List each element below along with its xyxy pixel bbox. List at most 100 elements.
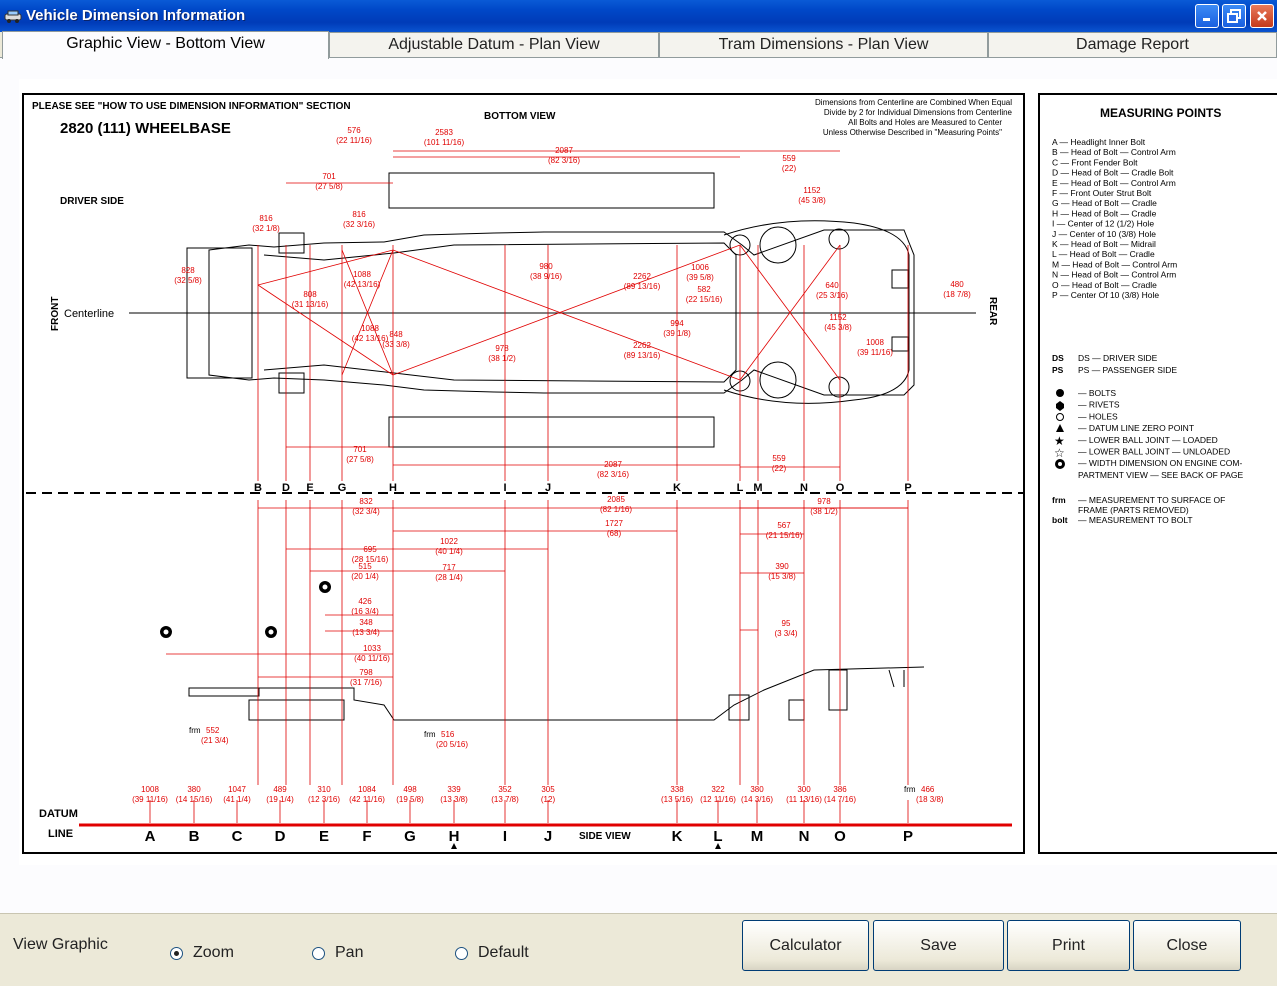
legend-point: H — Head of Bolt — Cradle xyxy=(1052,208,1157,218)
zoom-radio[interactable]: Zoom xyxy=(170,944,234,962)
close-button[interactable]: Close xyxy=(1133,920,1241,971)
height-dimensions: 1008(39 11/16)380(14 15/16)1047(41 1/4)4… xyxy=(132,785,856,804)
top-letter: O xyxy=(836,482,845,494)
dimension-inches: (13 3/4) xyxy=(352,628,380,637)
calculator-button[interactable]: Calculator xyxy=(742,920,869,971)
datum-letter: J xyxy=(544,828,552,845)
wheelbase-text: 2820 (111) WHEELBASE xyxy=(60,120,231,137)
dimension-value: 978 xyxy=(817,497,831,506)
dimension-inches: (28 15/16) xyxy=(352,555,389,564)
legend-svg: MEASURING POINTS A — Headlight Inner Bol… xyxy=(1052,106,1243,525)
close-window-button[interactable] xyxy=(1250,4,1274,28)
height-inches: (14 7/16) xyxy=(824,795,856,804)
height-value: 489 xyxy=(273,785,287,794)
legend-point: E — Head of Bolt — Control Arm xyxy=(1052,178,1176,188)
rivet-icon xyxy=(1056,401,1064,411)
dimension-diagram[interactable]: PLEASE SEE "HOW TO USE DIMENSION INFORMA… xyxy=(22,93,1025,854)
dimension-inches: (22) xyxy=(782,164,797,173)
legend-ds: DS xyxy=(1052,353,1064,363)
tram-line xyxy=(341,249,394,376)
radio-indicator[interactable] xyxy=(170,946,183,960)
dimension-inches: (89 13/16) xyxy=(624,282,661,291)
pan-radio[interactable]: Pan xyxy=(312,944,363,962)
legend-point: P — Center Of 10 (3/8) Hole xyxy=(1052,290,1159,300)
height-value: 380 xyxy=(750,785,764,794)
radio-label: Zoom xyxy=(193,944,234,961)
height-inches: (39 11/16) xyxy=(132,795,168,804)
frm-value: 516 xyxy=(441,730,455,739)
tab-adjustable-datum[interactable]: Adjustable Datum - Plan View xyxy=(329,32,659,58)
datum-letter: O xyxy=(834,828,846,845)
dimension-value: 1022 xyxy=(440,537,458,546)
tab-strip: Graphic View - Bottom View Adjustable Da… xyxy=(0,31,1277,59)
dimension-inches: (39 11/16) xyxy=(857,348,893,357)
dimension-inches: (89 13/16) xyxy=(624,351,661,360)
diagonal-tram-lines xyxy=(257,244,841,381)
datum-letter: B xyxy=(189,828,200,845)
restore-icon xyxy=(1227,9,1241,23)
dimension-value: 701 xyxy=(322,172,336,181)
dimension-value: 2087 xyxy=(604,460,622,469)
minimize-button[interactable] xyxy=(1195,4,1219,28)
top-letter: L xyxy=(737,482,744,494)
radio-indicator[interactable] xyxy=(312,946,325,960)
front-label: FRONT xyxy=(50,297,61,331)
legend-symbol-text: — WIDTH DIMENSION ON ENGINE COM- xyxy=(1078,458,1243,468)
dimension-inches: (32 1/8) xyxy=(252,224,280,233)
car-icon xyxy=(4,10,22,23)
maximize-button[interactable] xyxy=(1222,4,1246,28)
top-letter: J xyxy=(545,482,551,494)
tram-line xyxy=(392,244,741,376)
star-solid-icon: ★ xyxy=(1054,434,1065,448)
star-outline-icon: ☆ xyxy=(1054,446,1065,460)
dimension-inches: (27 5/8) xyxy=(346,455,374,464)
legend-point: F — Front Outer Strut Bolt xyxy=(1052,188,1152,198)
tab-graphic-view[interactable]: Graphic View - Bottom View xyxy=(2,31,329,59)
dimension-value: 1033 xyxy=(363,644,381,653)
height-inches: (19 5/8) xyxy=(396,795,424,804)
dimension-inches: (40 1/4) xyxy=(435,547,463,556)
dimension-inches: (40 11/16) xyxy=(354,654,390,663)
dimension-value: 559 xyxy=(772,454,786,463)
dimension-inches: (16 3/4) xyxy=(351,607,379,616)
radio-label: Default xyxy=(478,944,529,961)
note-line: All Bolts and Holes are Measured to Cent… xyxy=(848,118,1002,127)
radio-indicator[interactable] xyxy=(455,946,468,960)
dimension-value: 832 xyxy=(359,497,373,506)
height-inches: (42 11/16) xyxy=(349,795,385,804)
height-inches: (41 1/4) xyxy=(223,795,251,804)
save-button[interactable]: Save xyxy=(873,920,1004,971)
legend-side-text: DS — DRIVER SIDE xyxy=(1078,353,1158,363)
legend-point: K — Head of Bolt — Midrail xyxy=(1052,239,1156,249)
frm-prefix: frm xyxy=(424,730,436,739)
dimension-value: 701 xyxy=(353,445,367,454)
legend-title: MEASURING POINTS xyxy=(1100,106,1221,120)
print-button[interactable]: Print xyxy=(1007,920,1130,971)
legend-point: A — Headlight Inner Bolt xyxy=(1052,137,1146,147)
default-radio[interactable]: Default xyxy=(455,944,529,962)
height-inches: (14 15/16) xyxy=(176,795,213,804)
legend-point: M — Head of Bolt — Control Arm xyxy=(1052,259,1177,269)
dimension-inches: (45 3/8) xyxy=(824,323,852,332)
dimension-inches: (31 7/16) xyxy=(350,678,382,687)
measuring-points-legend: MEASURING POINTS A — Headlight Inner Bol… xyxy=(1038,93,1277,854)
dimension-inches: (25 3/16) xyxy=(816,291,848,300)
dimension-inches: (28 1/4) xyxy=(435,573,463,582)
bottom-view-title: BOTTOM VIEW xyxy=(484,111,556,122)
height-inches: (14 3/16) xyxy=(741,795,773,804)
side-dimensions: 832(32 3/4)2085(82 1/16)978(38 1/2)1727(… xyxy=(166,495,908,687)
dimension-inches: (82 1/16) xyxy=(600,505,632,514)
tab-tram-dimensions[interactable]: Tram Dimensions - Plan View xyxy=(659,32,988,58)
dimension-inches: (38 1/2) xyxy=(810,507,838,516)
measuring-point-lines xyxy=(257,245,909,785)
dimension-inches: (38 9/16) xyxy=(530,272,562,281)
dimension-inches: (32 3/4) xyxy=(352,507,380,516)
dimension-value: 426 xyxy=(358,597,372,606)
tram-line xyxy=(392,249,741,381)
tab-damage-report[interactable]: Damage Report xyxy=(988,32,1277,58)
dimension-inches: (32 5/8) xyxy=(174,276,202,285)
datum-letter: C xyxy=(232,828,243,845)
height-inches: (13 5/16) xyxy=(661,795,693,804)
height-value: 1008 xyxy=(141,785,159,794)
